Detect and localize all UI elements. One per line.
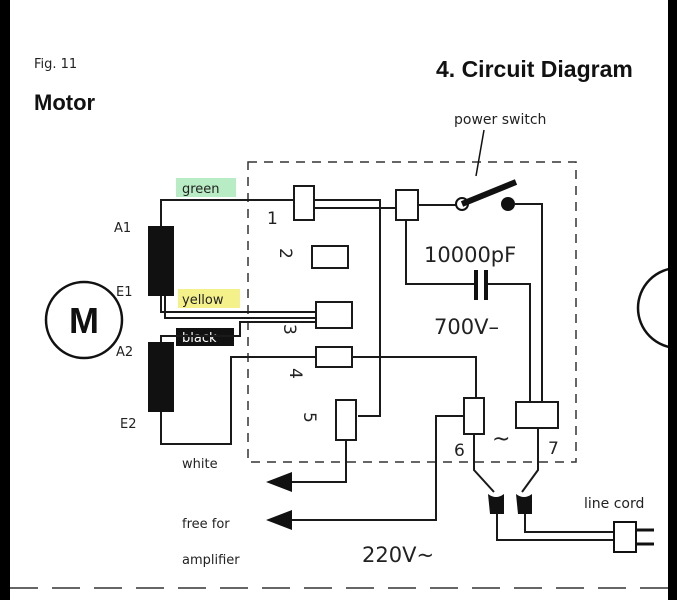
wire-black [160,321,316,342]
wire-switch-to-7 [515,203,543,402]
yellow-highlight [178,289,240,308]
circuit-diagram: Fig. 11 Motor 4. Circuit Diagram M A1 E1… [10,56,668,589]
wire-yellow-second [164,296,316,319]
wire-white [160,356,316,445]
terminal-label-5: 5 [299,412,319,423]
winding-label-e1: E1 [116,285,133,300]
wire-yellow [160,296,316,313]
plug-right [516,494,532,514]
switch-contact-closed [501,197,515,211]
terminal-2-block [311,245,349,269]
terminal-5-block [335,399,357,441]
terminal-label-6: 6 [454,441,465,461]
wire-output-lower [288,415,464,521]
wire-cord-b [524,514,616,533]
wire-label-yellow: yellow [182,293,224,308]
terminal-4-block [315,346,353,368]
wire-output-upper [288,440,347,483]
wire-label-white: white [182,457,218,472]
motor-symbol [44,280,124,360]
wire-label-green: green [182,182,220,197]
wire-7-to-plug [521,428,539,493]
wire-terminal-4-to-6 [352,356,477,398]
line-cord-label: line cord [584,496,644,512]
section-title: 4. Circuit Diagram [436,56,633,82]
terminal-label-1: 1 [267,209,278,229]
wire-6-to-plug [473,434,495,493]
switch-terminal-block [395,189,419,221]
terminal-label-3: 3 [279,324,299,335]
capacitor-plate-left [474,270,478,300]
wire-cord-a [496,514,616,541]
terminal-3-block [315,301,353,329]
power-switch-leader [475,129,485,177]
output-arrow-upper [266,472,292,492]
terminal-label-4: 4 [285,368,305,379]
plug-left [488,494,504,514]
terminal-1-block [293,185,315,221]
winding-label-a2: A2 [116,345,133,360]
ac-symbol: ~ [492,427,510,452]
terminal-label-7: 7 [548,439,559,459]
wire-label-black: black [182,331,217,346]
mains-voltage-label: 220V~ [362,543,434,567]
winding-lower [148,342,174,412]
free-for-label: free for [182,517,230,532]
output-arrow-lower [266,510,292,530]
terminal-6-block [463,397,485,435]
mains-plug [613,521,637,553]
terminal-label-2: 2 [275,248,295,259]
wire-capacitor-right [488,283,531,402]
wire-capacitor-left [405,220,474,285]
circuit-diagram-page: Fig. 11 Motor 4. Circuit Diagram M A1 E1… [10,0,668,600]
winding-label-a1: A1 [114,221,131,236]
capacitor-value: 10000pF [424,243,516,267]
capacitor-voltage: 700V– [434,315,499,339]
motor-letter: M [69,300,99,341]
terminal-7-block [515,401,559,429]
fig-label: Fig. 11 [34,57,77,72]
second-motor-symbol [636,267,668,349]
power-switch-label: power switch [454,112,546,128]
green-highlight [176,178,236,197]
wire-green [160,199,294,226]
winding-upper [148,226,174,296]
amplifier-label: amplifier [182,553,240,568]
wire-terminal-1-to-5 [314,199,381,417]
winding-label-e2: E2 [120,417,137,432]
capacitor-plate-right [484,270,488,300]
switch-lever [460,179,518,207]
motor-heading: Motor [34,90,96,115]
